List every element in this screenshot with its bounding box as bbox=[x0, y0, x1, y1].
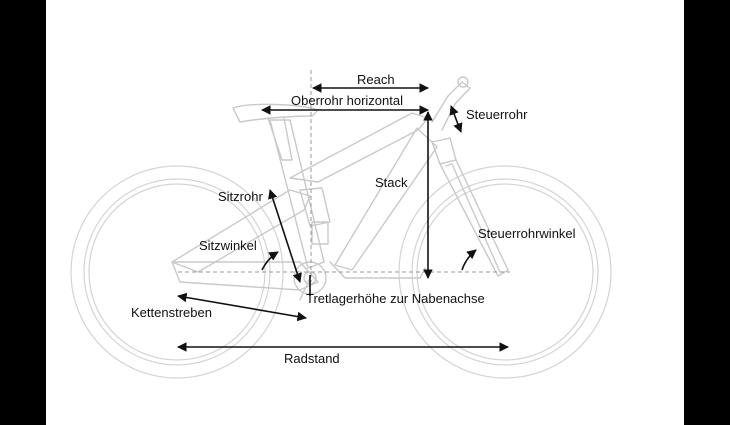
label-head-tube: Steuerrohr bbox=[466, 107, 528, 122]
diagram-panel bbox=[46, 0, 684, 425]
label-wheelbase: Radstand bbox=[284, 351, 340, 366]
label-bb-height: Tretlagerhöhe zur Nabenachse bbox=[306, 291, 485, 306]
seat-angle-arc bbox=[261, 251, 279, 271]
label-seat-angle: Sitzwinkel bbox=[199, 238, 257, 253]
chainstay-arrow bbox=[177, 292, 307, 322]
label-seat-tube: Sitzrohr bbox=[218, 189, 263, 204]
label-reach: Reach bbox=[357, 72, 395, 87]
label-top-tube: Oberrohr horizontal bbox=[291, 93, 403, 108]
label-stack: Stack bbox=[375, 175, 408, 190]
seat-tube-arrow bbox=[268, 189, 302, 283]
label-chainstays: Kettenstreben bbox=[131, 305, 212, 320]
label-head-angle: Steuerrohrwinkel bbox=[478, 226, 576, 241]
head-tube-arrow bbox=[449, 105, 463, 133]
head-angle-arc bbox=[461, 249, 477, 271]
